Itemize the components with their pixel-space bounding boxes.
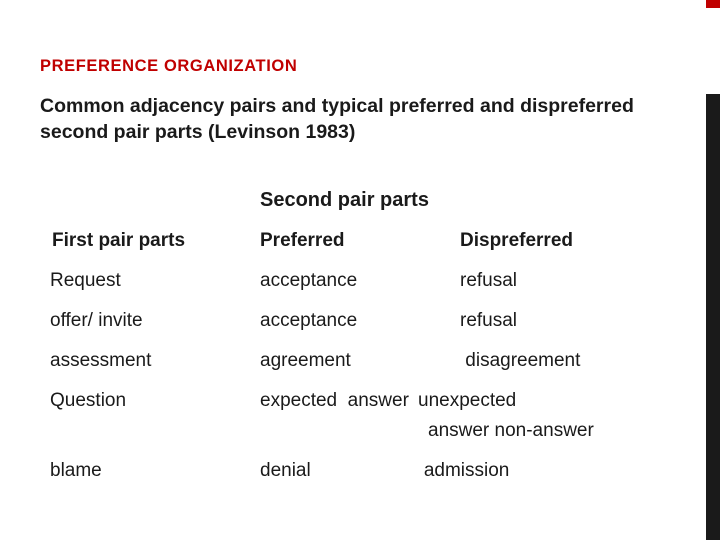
table-row: blame denial admission: [40, 460, 690, 500]
cell-first-pair: Question: [50, 390, 127, 411]
table-row: Question expected answer unexpected answ…: [40, 390, 690, 460]
cell-dispreferred: admission: [408, 460, 510, 481]
cell-dispreferred: disagreement: [460, 350, 581, 371]
cell-dispreferred: refusal: [460, 310, 518, 331]
cell-dispreferred-wrap: answer non-answer: [428, 420, 594, 441]
adjacency-pairs-table: First pair parts Preferred Dispreferred …: [40, 230, 690, 500]
cell-first-pair: offer/ invite: [50, 310, 143, 331]
cell-first-pair: Request: [50, 270, 121, 291]
column-header-first-pair-parts: First pair parts: [52, 230, 186, 251]
table-header-row: First pair parts Preferred Dispreferred: [40, 230, 690, 270]
second-pair-parts-heading: Second pair parts: [260, 189, 429, 211]
column-header-dispreferred: Dispreferred: [460, 230, 573, 251]
column-header-preferred: Preferred: [260, 230, 345, 251]
slide-title: PREFERENCE ORGANIZATION: [40, 57, 298, 75]
cell-preferred: denial: [260, 460, 311, 481]
cell-dispreferred: refusal: [460, 270, 518, 291]
cell-preferred: acceptance: [260, 270, 358, 291]
table-row: Request acceptance refusal: [40, 270, 690, 310]
table-row: offer/ invite acceptance refusal: [40, 310, 690, 350]
cell-preferred: expected answer: [260, 390, 409, 411]
cell-preferred: acceptance: [260, 310, 358, 331]
cell-preferred: agreement: [260, 350, 351, 371]
edge-accent-bar-white: [706, 8, 720, 94]
slide-content: PREFERENCE ORGANIZATION Common adjacency…: [40, 0, 690, 540]
cell-first-pair: blame: [50, 460, 102, 481]
edge-accent-bar-black: [706, 94, 720, 540]
slide-subtitle: Common adjacency pairs and typical prefe…: [40, 95, 634, 143]
table-row: assessment agreement disagreement: [40, 350, 690, 390]
cell-first-pair: assessment: [50, 350, 152, 371]
edge-accent-bar-red: [706, 0, 720, 8]
cell-dispreferred: unexpected: [418, 390, 517, 411]
